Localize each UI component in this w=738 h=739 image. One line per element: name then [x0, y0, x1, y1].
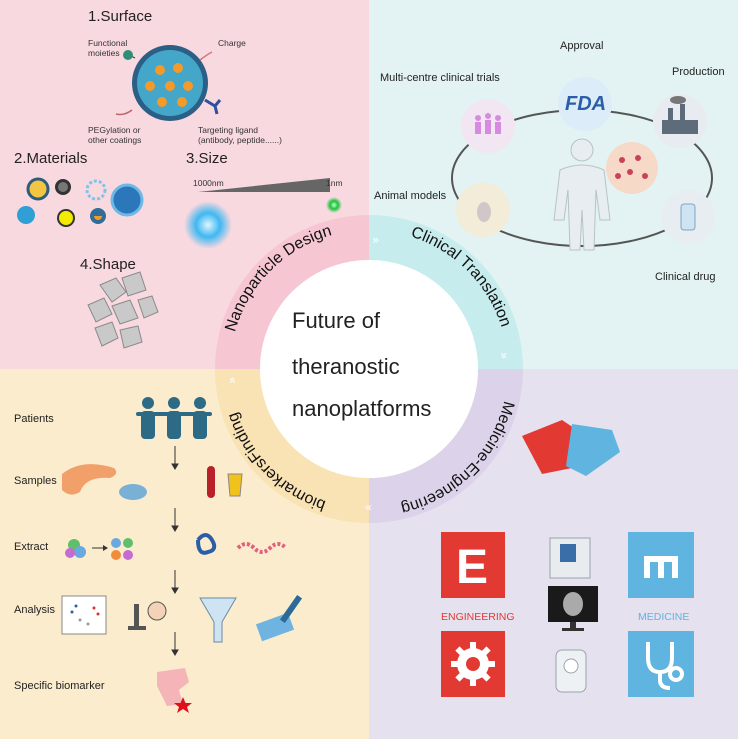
svg-text:»: » — [225, 377, 239, 384]
center-circle — [260, 260, 478, 478]
samples-label: Samples — [14, 475, 57, 487]
pancreas-icon — [62, 464, 117, 495]
multi-centre-label: Multi-centre clinical trials — [380, 72, 500, 84]
ring-segment-engineering — [369, 369, 523, 523]
lab-machine-icon — [549, 537, 591, 579]
petri-dish-icon — [119, 484, 147, 500]
ring-segment-clinical — [369, 215, 523, 369]
people-icon — [475, 113, 501, 134]
small-particle-icon — [326, 197, 342, 213]
specific-biomarker-label: Specific biomarker — [14, 680, 105, 692]
approval-label: Approval — [560, 40, 604, 52]
m-letter-icon — [644, 556, 678, 578]
engineering-label: ENGINEERING — [441, 611, 515, 623]
svg-text:»: » — [372, 233, 379, 247]
large-particle-icon — [184, 201, 232, 249]
ct-monitor-icon — [548, 586, 598, 631]
volcano-plot-icon — [61, 595, 107, 635]
size-wedge — [198, 178, 330, 192]
mouse-icon — [477, 202, 491, 222]
fda-logo: FDA — [565, 93, 607, 115]
size-small-label: 1nm — [326, 178, 343, 188]
stethoscope-icon — [646, 642, 684, 690]
charge-label: Charge — [218, 38, 246, 48]
svg-text:»: » — [365, 501, 372, 515]
pegylation-label-2: other coatings — [88, 135, 142, 145]
dna-icon — [236, 542, 288, 554]
materials-icons — [17, 177, 144, 227]
medicine-label: MEDICINE — [638, 611, 690, 623]
fda-circle — [558, 77, 612, 131]
gear-icon — [451, 642, 495, 686]
blood-tube-icon — [207, 466, 215, 498]
ring-chevrons: » » » » — [225, 233, 511, 515]
star-icon — [174, 697, 192, 713]
functional-label-1: Functional — [88, 38, 128, 48]
chromatography-icon — [199, 597, 237, 643]
shape-title: 4.Shape — [80, 256, 136, 273]
engineering-e-tile — [441, 532, 505, 598]
urine-cup-icon — [227, 473, 243, 497]
nanoparticle-icon — [115, 45, 222, 121]
surface-title: 1.Surface — [88, 8, 153, 25]
animal-models-label: Animal models — [374, 190, 447, 202]
materials-title: 2.Materials — [14, 150, 88, 167]
engineering-letter: E — [456, 541, 489, 594]
human-body-icon — [553, 138, 611, 251]
handshake-icon — [522, 420, 620, 476]
tissue-icon — [606, 142, 658, 194]
microscope-icon — [128, 601, 167, 630]
size-large-label: 1000nm — [193, 178, 224, 188]
center-title-line2: theranostic — [292, 354, 400, 379]
protein-icon — [196, 533, 217, 555]
polyhedra-icon — [87, 271, 159, 349]
center-title-line3: nanoplatforms — [292, 396, 432, 421]
production-label: Production — [672, 66, 725, 78]
patients-icon — [136, 397, 212, 439]
functional-label-2: moieties — [88, 48, 120, 58]
tissue-map-icon — [157, 668, 189, 706]
size-title: 3.Size — [186, 150, 228, 167]
pegylation-label-1: PEGylation or — [88, 125, 141, 135]
analysis-label: Analysis — [14, 604, 55, 616]
cells-icon — [65, 538, 133, 560]
ring-segment-biomarker — [215, 369, 369, 523]
mri-scanner-icon — [555, 649, 587, 693]
extract-label: Extract — [14, 541, 49, 553]
center-title-line1: Future of — [292, 308, 381, 333]
clinical-drug-label: Clinical drug — [655, 271, 716, 283]
ring-segment-design — [215, 215, 369, 369]
flow-arrows — [171, 446, 179, 656]
factory-icon — [662, 96, 698, 134]
ligand-label-2: (antibody, peptide......) — [198, 135, 282, 145]
pipette-plate-icon — [255, 594, 303, 642]
patients-label: Patients — [14, 413, 54, 425]
vial-icon — [680, 203, 696, 231]
svg-text:»: » — [497, 352, 511, 359]
ligand-label-1: Targeting ligand — [198, 125, 259, 135]
